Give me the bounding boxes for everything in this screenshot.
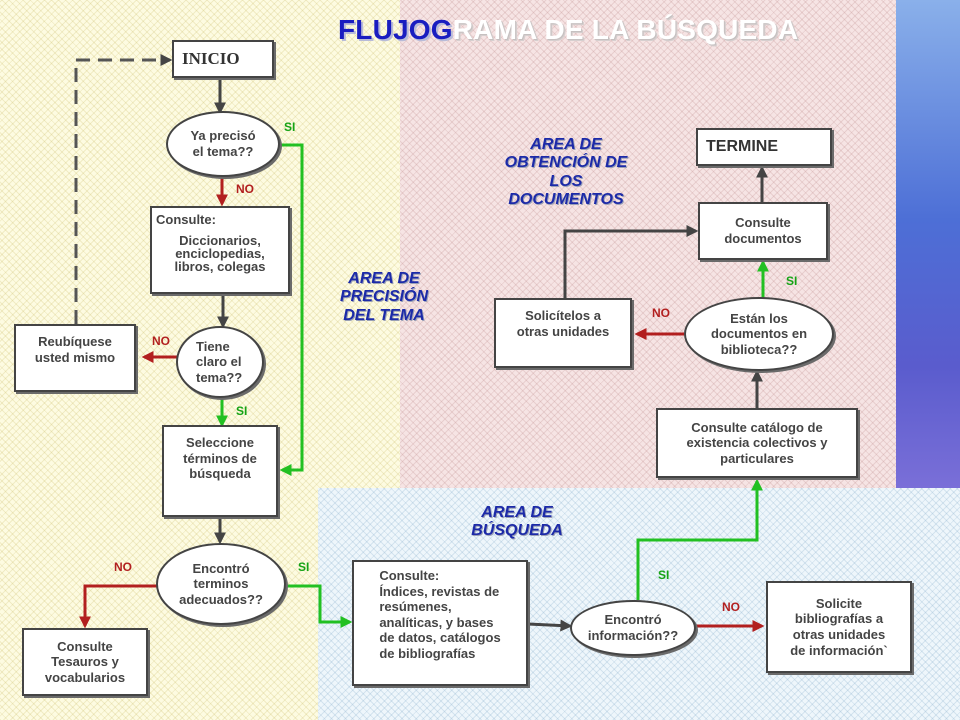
node-consulte-tesauros-label: Consulte Tesauros y vocabularios — [44, 638, 126, 685]
node-solicite-bibliografias[interactable]: Solicite bibliografías a otras unidades … — [766, 581, 912, 673]
page-title: FLUJOGRAMA DE LA BÚSQUEDA — [338, 14, 898, 54]
decision-ya-preciso[interactable]: Ya precisó el tema?? — [166, 111, 280, 177]
page-title-highlight: FLUJOG — [338, 14, 453, 45]
node-solicite-bibliografias-label: Solicite bibliografías a otras unidades … — [790, 595, 888, 658]
label-si-tiene-claro: SI — [236, 404, 248, 418]
decision-tiene-claro[interactable]: Tiene claro el tema?? — [176, 326, 264, 398]
node-solicitelos[interactable]: Solicítelos a otras unidades — [494, 298, 632, 368]
node-consulte-diccionarios[interactable]: Consulte: Diccionarios, enciclopedias, l… — [150, 206, 290, 294]
node-consulte-catalogo-label: Consulte catálogo de existencia colectiv… — [686, 419, 828, 466]
connector-indices-to-encontro-informacion — [527, 619, 573, 632]
area-label-obtencion: AREA DE OBTENCIÓN DE LOS DOCUMENTOS — [504, 136, 628, 209]
decision-encontro-informacion-label: Encontró información?? — [587, 612, 679, 643]
label-no-encontro-informacion: NO — [722, 600, 740, 614]
node-consulte-indices-label: Consulte: Índices, revistas de resúmenes… — [379, 568, 501, 661]
decision-encontro-informacion[interactable]: Encontró información?? — [570, 600, 696, 656]
connector-reubiquese-to-inicio — [74, 54, 173, 324]
connector-solicitelos-to-consulte-documentos — [563, 225, 699, 298]
node-seleccione-label: Seleccione términos de búsqueda — [183, 435, 257, 482]
decision-estan-documentos[interactable]: Están los documentos en biblioteca?? — [684, 297, 834, 371]
label-si-encontro-terminos: SI — [298, 560, 310, 574]
connector-encontro-terminos-no — [79, 584, 158, 629]
node-consulte-indices[interactable]: Consulte: Índices, revistas de resúmenes… — [352, 560, 528, 686]
node-reubiquese[interactable]: Reubíquese usted mismo — [14, 324, 136, 392]
node-inicio-label: INICIO — [182, 48, 240, 68]
page-title-rest: RAMA DE LA BÚSQUEDA — [452, 14, 799, 45]
node-consulte-diccionarios-head: Consulte: — [156, 212, 216, 227]
connector-encontro-informacion-si — [636, 478, 763, 600]
node-consulte-documentos[interactable]: Consulte documentos — [698, 202, 828, 260]
label-no-ya-preciso: NO — [236, 182, 254, 196]
label-no-estan-documentos: NO — [652, 306, 670, 320]
decision-ya-preciso-label: Ya precisó el tema?? — [190, 128, 256, 159]
node-solicitelos-label: Solicítelos a otras unidades — [516, 308, 610, 339]
label-si-estan-documentos: SI — [786, 274, 798, 288]
node-consulte-documentos-label: Consulte documentos — [724, 215, 802, 246]
connector-ya-preciso-si — [279, 143, 304, 476]
background-blue-strip — [896, 0, 960, 488]
node-consulte-diccionarios-body: Diccionarios, enciclopedias, libros, col… — [174, 232, 266, 274]
label-si-encontro-informacion: SI — [658, 568, 670, 582]
area-label-precision: AREA DE PRECISIÓN DEL TEMA — [339, 270, 428, 324]
label-no-encontro-terminos: NO — [114, 560, 132, 574]
node-reubiquese-label: Reubíquese usted mismo — [34, 334, 116, 365]
decision-tiene-claro-label: Tiene claro el tema?? — [196, 338, 243, 385]
decision-encontro-terminos[interactable]: Encontró terminos adecuados?? — [156, 543, 286, 625]
node-inicio[interactable]: INICIO — [172, 40, 274, 78]
node-consulte-catalogo[interactable]: Consulte catálogo de existencia colectiv… — [656, 408, 858, 478]
node-consulte-tesauros[interactable]: Consulte Tesauros y vocabularios — [22, 628, 148, 696]
connector-encontro-terminos-si — [285, 584, 353, 628]
decision-estan-documentos-label: Están los documentos en biblioteca?? — [710, 310, 808, 357]
label-no-tiene-claro: NO — [152, 334, 170, 348]
decision-encontro-terminos-label: Encontró terminos adecuados?? — [179, 560, 263, 607]
node-termine-label: TERMINE — [706, 138, 778, 156]
node-seleccione[interactable]: Seleccione términos de búsqueda — [162, 425, 278, 517]
label-si-ya-preciso: SI — [284, 120, 296, 134]
area-label-busqueda: AREA DE BÚSQUEDA — [471, 504, 563, 540]
node-termine[interactable]: TERMINE — [696, 128, 832, 166]
